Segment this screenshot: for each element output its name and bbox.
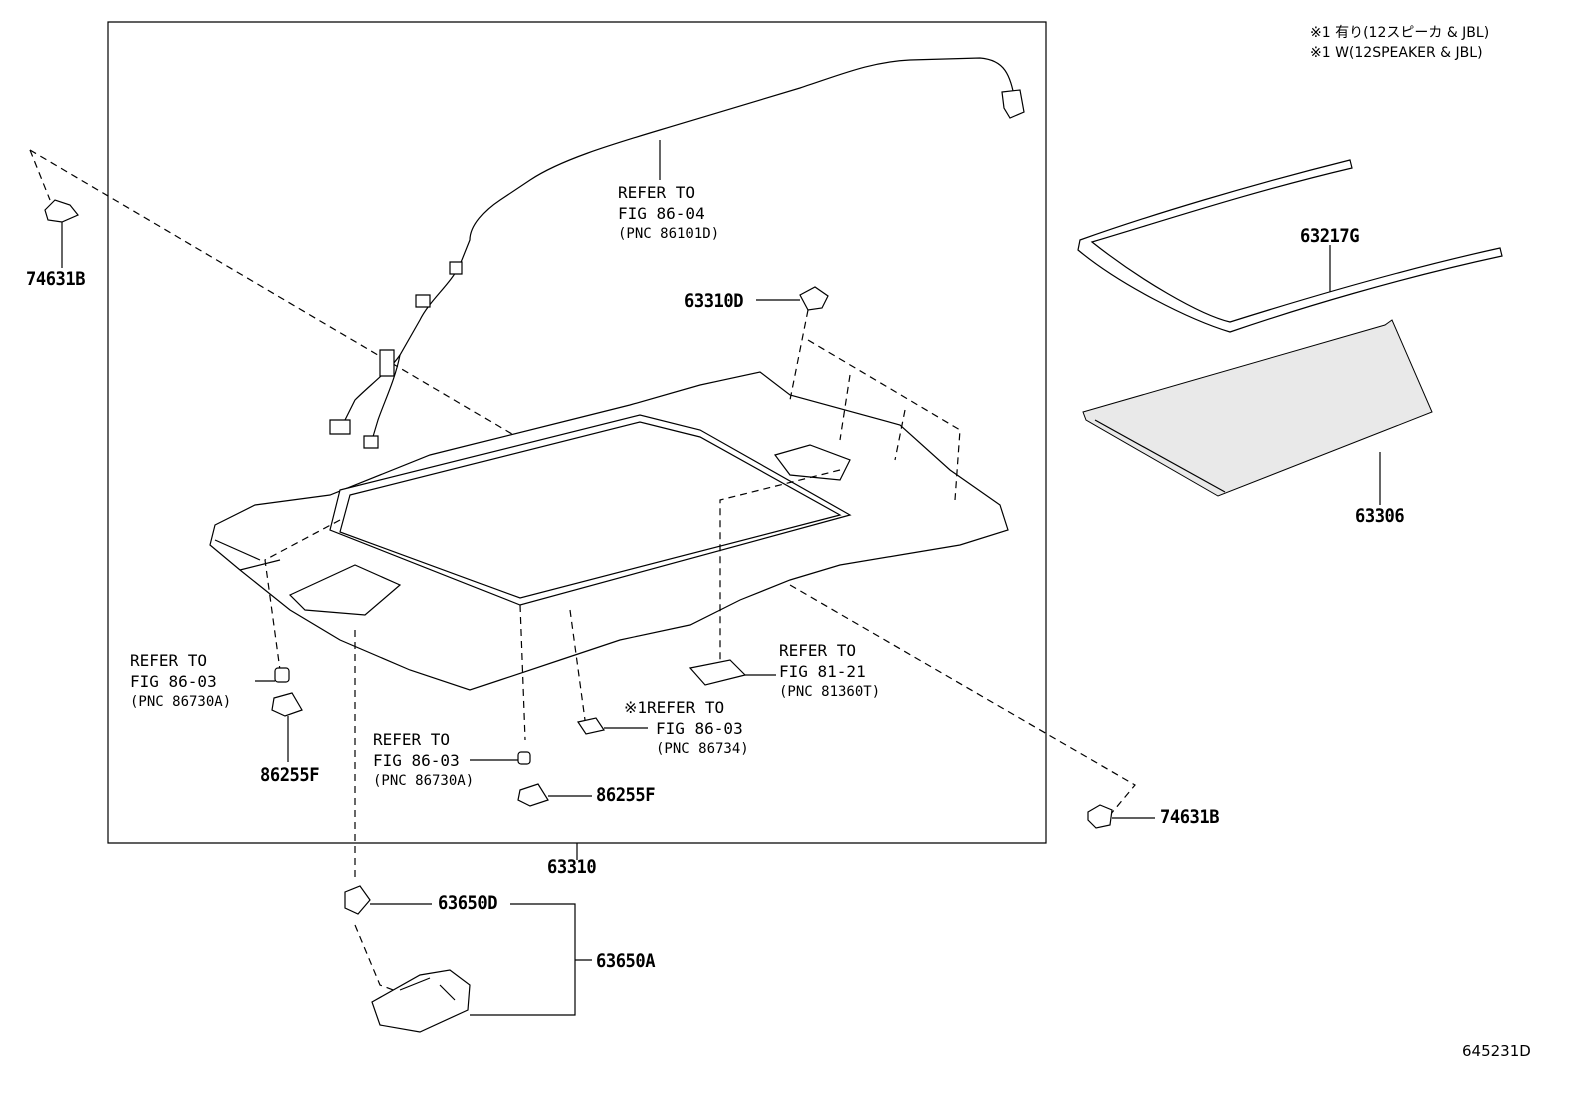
note-jp: ※1 有り(12スピーカ & JBL) — [1310, 25, 1490, 41]
dash-63650A — [355, 925, 420, 1000]
dashed-locator-line — [30, 150, 590, 480]
speaker-86730A-mid — [518, 752, 530, 764]
sunshade-63306 — [1083, 320, 1432, 496]
reference-mid-speaker[interactable]: REFER TO FIG 86-03 (PNC 86730A) — [373, 729, 474, 792]
reference-mid-speaker-line2: FIG 86-03 — [373, 751, 460, 770]
headliner-console-cutout — [290, 565, 400, 615]
headliner-opening — [330, 415, 850, 605]
dash-speaker-left — [265, 520, 340, 670]
dash-lamp — [720, 470, 840, 665]
bracket-86255F-mid — [518, 784, 548, 806]
reference-wire-line2: FIG 86-04 — [618, 204, 705, 223]
wire-clip-c — [380, 350, 394, 376]
headliner-edge-detail — [215, 540, 280, 570]
console-detail — [400, 978, 455, 1000]
reference-room-lamp-line1: REFER TO — [779, 641, 857, 660]
reference-jbl-speaker-line1: ※1REFER TO — [624, 698, 725, 717]
part-number-86255F-mid[interactable]: 86255F — [596, 784, 656, 806]
weatherstrip-63217G — [1078, 160, 1502, 332]
reference-mid-speaker-line3: (PNC 86730A) — [373, 773, 475, 789]
part-number-63310[interactable]: 63310 — [547, 856, 597, 878]
console-63650A — [372, 970, 470, 1032]
illustration-code: 645231D — [1462, 1042, 1531, 1060]
sunshade-edge — [1095, 420, 1225, 492]
dash-clip-b — [895, 410, 905, 460]
wire-harness — [345, 58, 1015, 420]
reference-wire[interactable]: REFER TO FIG 86-04 (PNC 86101D) — [618, 182, 719, 245]
dash-63310D — [790, 310, 808, 400]
dashed-locator-left-clip — [30, 150, 50, 200]
reference-wire-line1: REFER TO — [618, 183, 696, 202]
room-lamp-81360T — [690, 660, 745, 685]
clip-74631B-left — [45, 200, 78, 222]
dashed-locator-line-right — [790, 585, 1135, 815]
reference-left-speaker-line1: REFER TO — [130, 651, 208, 670]
part-number-74631B-left[interactable]: 74631B — [26, 268, 86, 290]
part-number-86255F-left[interactable]: 86255F — [260, 764, 320, 786]
reference-jbl-speaker-line3: (PNC 86734) — [656, 741, 749, 757]
part-number-74631B-right[interactable]: 74631B — [1160, 806, 1220, 828]
reference-room-lamp-line2: FIG 81-21 — [779, 662, 866, 681]
headliner-lamp-cutout — [775, 445, 850, 480]
clip-63650D — [345, 886, 370, 914]
dash-speaker-mid — [520, 605, 525, 740]
speaker-86730A-left — [275, 668, 289, 682]
bracket-86255F-left — [272, 693, 302, 716]
bracket-63650A — [470, 904, 575, 1015]
part-number-63217G[interactable]: 63217G — [1300, 225, 1360, 247]
reference-left-speaker-line3: (PNC 86730A) — [130, 694, 232, 710]
reference-left-speaker[interactable]: REFER TO FIG 86-03 (PNC 86730A) — [130, 650, 231, 713]
reference-wire-line3: (PNC 86101D) — [618, 226, 720, 242]
dash-jbl — [570, 610, 585, 720]
reference-room-lamp-line3: (PNC 81360T) — [779, 684, 881, 700]
reference-room-lamp[interactable]: REFER TO FIG 81-21 (PNC 81360T) — [779, 640, 880, 703]
dash-clip-a — [840, 375, 850, 440]
part-number-63650D[interactable]: 63650D — [438, 892, 498, 914]
clip-74631B-right — [1088, 805, 1112, 828]
part-number-63650A[interactable]: 63650A — [596, 950, 656, 972]
reference-jbl-speaker[interactable]: ※1REFER TO FIG 86-03 (PNC 86734) — [624, 697, 749, 760]
reference-left-speaker-line2: FIG 86-03 — [130, 672, 217, 691]
speaker-86734 — [578, 718, 604, 734]
part-number-63306[interactable]: 63306 — [1355, 505, 1405, 527]
wire-branch — [372, 355, 400, 440]
wire-end-clip — [1002, 90, 1024, 118]
note-en: ※1 W(12SPEAKER & JBL) — [1310, 45, 1483, 61]
wire-clip-a — [450, 262, 462, 274]
headliner-opening-inner — [340, 422, 840, 598]
wire-connector-2 — [364, 436, 378, 448]
reference-jbl-speaker-line2: FIG 86-03 — [656, 719, 743, 738]
part-number-63310D[interactable]: 63310D — [684, 290, 744, 312]
clip-63310D — [800, 287, 828, 310]
wire-connector-1 — [330, 420, 350, 434]
wire-clip-b — [416, 295, 430, 307]
reference-mid-speaker-line1: REFER TO — [373, 730, 451, 749]
